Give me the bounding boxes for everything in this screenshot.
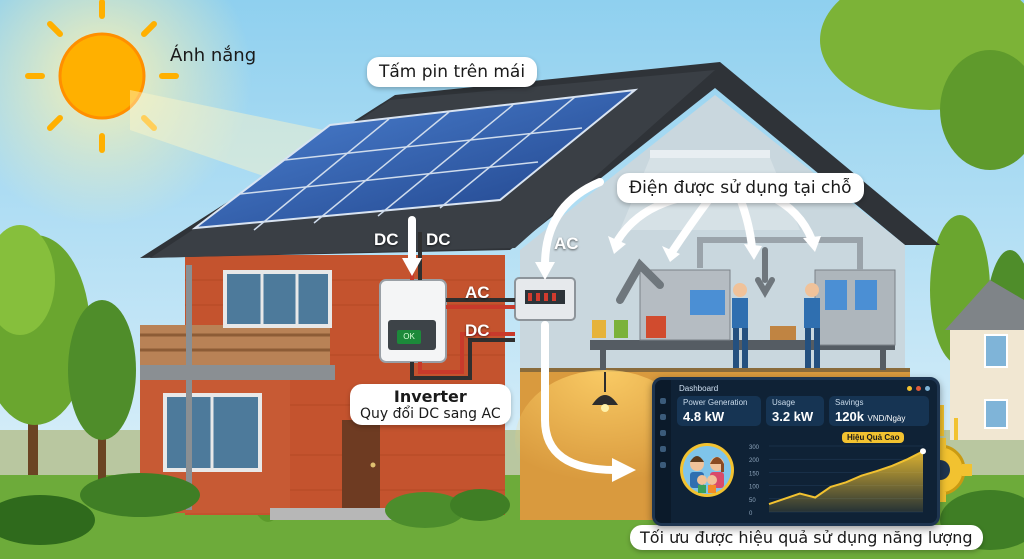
dc-tag-right: DC: [426, 230, 451, 249]
sunlight-label: Ánh nắng: [170, 45, 257, 66]
inverter-desc: Quy đổi DC sang AC: [360, 406, 501, 422]
sun-glow: [0, 0, 252, 226]
card-value: 120k VND/Ngày: [835, 409, 905, 424]
savings-value: 120k: [835, 409, 864, 424]
shrubs: [0, 473, 1024, 550]
card-power-generation: Power Generation 4.8 kW: [677, 396, 761, 426]
sidebar-icon[interactable]: [660, 446, 666, 452]
lamp-glow: [515, 370, 695, 510]
sidebar-icon[interactable]: [660, 462, 666, 468]
card-label: Usage: [772, 398, 796, 407]
neighbour-house: [945, 280, 1024, 440]
sidebar-icon[interactable]: [660, 430, 666, 436]
y-tick-label: 200: [749, 458, 760, 464]
tree-right-top: [820, 0, 1024, 170]
sidebar-icon[interactable]: [660, 414, 666, 420]
optimize-label: Tối ưu được hiệu quả sử dụng năng lượng: [630, 525, 983, 550]
dc-tag-in: DC: [465, 321, 490, 340]
window-dot: [907, 386, 912, 391]
solar-panel-array: [191, 88, 639, 231]
window-dot: [925, 386, 930, 391]
chart-line: [768, 450, 924, 506]
lamp-icon: [592, 372, 618, 412]
ac-tag-out: AC: [465, 283, 490, 302]
family-icon: [680, 443, 734, 497]
distribution-panel: [514, 277, 576, 321]
inverter-title: Inverter: [393, 387, 467, 406]
chart-point: [920, 448, 926, 455]
inverter-unit: [379, 279, 447, 363]
card-label: Savings: [835, 398, 864, 407]
y-tick-label: 150: [749, 471, 760, 477]
worker-icon: [732, 283, 820, 368]
card-value: 3.2 kW: [772, 409, 814, 424]
y-tick-label: 50: [749, 498, 756, 504]
dashboard-title: Dashboard: [679, 384, 719, 393]
card-savings: Savings 120k VND/Ngày: [829, 396, 929, 426]
dc-tag-left: DC: [374, 230, 399, 249]
card-label: Power Generation: [683, 398, 748, 407]
tree-left: [0, 225, 90, 475]
window-dot: [916, 386, 921, 391]
roof-panel-label: Tấm pin trên mái: [367, 57, 538, 87]
dashboard-sidebar: [655, 380, 671, 523]
card-usage: Usage 3.2 kW: [766, 396, 824, 426]
energy-dashboard: Dashboard Power Generation 4.8 kW Usage …: [652, 377, 940, 526]
efficiency-badge: Hiệu Quả Cao: [842, 432, 905, 443]
savings-unit: VND/Ngày: [867, 414, 906, 423]
inverter-label: Inverter Quy đổi DC sang AC: [350, 384, 511, 425]
y-tick-label: 300: [749, 445, 760, 451]
ac-tag-panel: AC: [554, 234, 579, 253]
sidebar-icon[interactable]: [660, 398, 666, 404]
card-value: 4.8 kW: [683, 409, 725, 424]
inverter-status-led: OK: [397, 330, 421, 344]
savings-chart: 300 200 150 100 50 0: [749, 445, 926, 517]
tree-mid: [68, 300, 136, 480]
y-tick-label: 0: [749, 511, 753, 517]
chart-area: [769, 451, 923, 512]
arrow-heads: [402, 236, 821, 482]
flow-arrows: [408, 178, 816, 474]
onsite-use-label: Điện được sử dụng tại chỗ: [617, 173, 864, 203]
y-tick-label: 100: [749, 485, 760, 491]
sun-icon: [25, 0, 179, 153]
robot-arm-icon: [616, 247, 775, 304]
